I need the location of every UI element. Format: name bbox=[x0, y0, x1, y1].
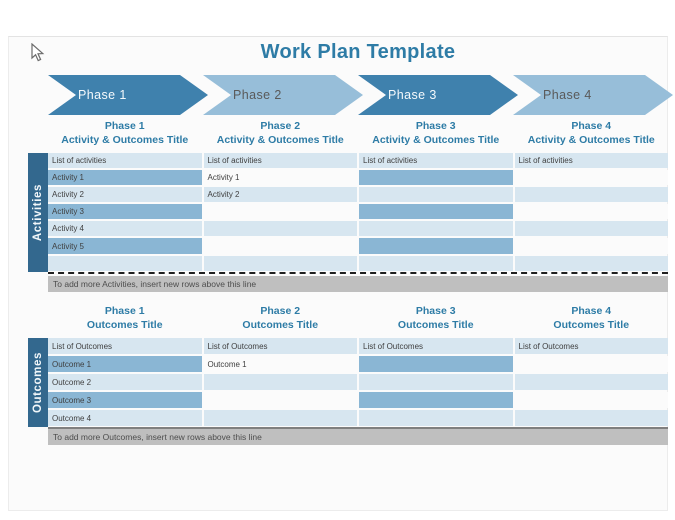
outcome-cell[interactable]: Outcome 4 bbox=[48, 410, 202, 426]
activities-sidebar: Activities bbox=[28, 153, 48, 272]
outcome-cell[interactable]: List of Outcomes bbox=[514, 338, 668, 354]
outcome-cell[interactable] bbox=[514, 410, 668, 426]
activity-cell[interactable]: Activity 1 bbox=[203, 170, 357, 186]
outcome-cell[interactable] bbox=[514, 392, 668, 408]
outcome-cell[interactable]: List of Outcomes bbox=[203, 338, 357, 354]
activity-cell[interactable] bbox=[203, 255, 357, 271]
activity-cell[interactable] bbox=[514, 238, 668, 254]
activity-cell[interactable]: Activity 5 bbox=[48, 238, 202, 254]
activity-cell[interactable] bbox=[203, 204, 357, 220]
outcome-cell[interactable]: Outcome 3 bbox=[48, 392, 202, 408]
outcome-cell[interactable] bbox=[203, 374, 357, 390]
activity-cell[interactable] bbox=[514, 255, 668, 271]
activity-cell[interactable] bbox=[514, 187, 668, 203]
outcome-cell[interactable] bbox=[359, 374, 513, 390]
activity-cell[interactable] bbox=[514, 221, 668, 237]
activities-note-row: To add more Activities, insert new rows … bbox=[48, 276, 668, 292]
activity-cell[interactable]: Activity 1 bbox=[48, 170, 202, 186]
activity-cell[interactable] bbox=[359, 187, 513, 203]
outcomes-sidebar: Outcomes bbox=[28, 338, 48, 427]
outcome-cell[interactable] bbox=[359, 356, 513, 372]
outcome-cell[interactable] bbox=[203, 410, 357, 426]
activity-cell[interactable] bbox=[48, 255, 202, 271]
page-title: Work Plan Template bbox=[260, 41, 456, 63]
activity-cell[interactable] bbox=[359, 221, 513, 237]
outcome-cell[interactable]: Outcome 1 bbox=[48, 356, 202, 372]
activity-cell[interactable] bbox=[359, 238, 513, 254]
activity-cell[interactable]: List of activities bbox=[359, 153, 513, 169]
outcome-cell[interactable] bbox=[359, 410, 513, 426]
outcome-cell[interactable]: List of Outcomes bbox=[359, 338, 513, 354]
activity-cell[interactable] bbox=[359, 255, 513, 271]
outcomes-note-row: To add more Outcomes, insert new rows ab… bbox=[48, 427, 668, 445]
activity-cell[interactable] bbox=[514, 170, 668, 186]
activity-cell[interactable]: Activity 2 bbox=[48, 187, 202, 203]
phase-arrow-2[interactable]: Phase 2 bbox=[203, 75, 363, 115]
phase-arrow-3[interactable]: Phase 3 bbox=[358, 75, 518, 115]
outcome-cell[interactable] bbox=[359, 392, 513, 408]
outcome-cell[interactable]: List of Outcomes bbox=[48, 338, 202, 354]
activity-cell[interactable] bbox=[203, 238, 357, 254]
activities-note-text: To add more Activities, insert new rows … bbox=[53, 279, 257, 289]
insert-rows-dashed-line bbox=[48, 272, 668, 274]
activity-cell[interactable]: List of activities bbox=[514, 153, 668, 169]
outcome-cell[interactable]: Outcome 2 bbox=[48, 374, 202, 390]
outcomes-sidebar-label: Outcomes bbox=[32, 351, 44, 414]
activity-cell[interactable]: Activity 3 bbox=[48, 204, 202, 220]
mouse-cursor-icon bbox=[31, 43, 45, 62]
activity-cell[interactable]: List of activities bbox=[48, 153, 202, 169]
outcome-cell[interactable] bbox=[514, 356, 668, 372]
outcome-cell[interactable]: Outcome 1 bbox=[203, 356, 357, 372]
activity-cell[interactable] bbox=[359, 170, 513, 186]
outcome-cell[interactable] bbox=[514, 374, 668, 390]
activity-cell[interactable]: Activity 2 bbox=[203, 187, 357, 203]
activity-cell[interactable]: List of activities bbox=[203, 153, 357, 169]
outcome-cell[interactable] bbox=[203, 392, 357, 408]
activities-sidebar-label: Activities bbox=[32, 183, 44, 242]
activity-cell[interactable] bbox=[359, 204, 513, 220]
phase-arrow-label: Phase 2 bbox=[233, 88, 282, 102]
outcomes-note-text: To add more Outcomes, insert new rows ab… bbox=[53, 432, 262, 442]
activity-cell[interactable] bbox=[203, 221, 357, 237]
activity-cell[interactable]: Activity 4 bbox=[48, 221, 202, 237]
phase-arrow-label: Phase 4 bbox=[543, 88, 592, 102]
phase-arrow-label: Phase 1 bbox=[78, 88, 127, 102]
activity-cell[interactable] bbox=[514, 204, 668, 220]
phase-arrow-label: Phase 3 bbox=[388, 88, 437, 102]
